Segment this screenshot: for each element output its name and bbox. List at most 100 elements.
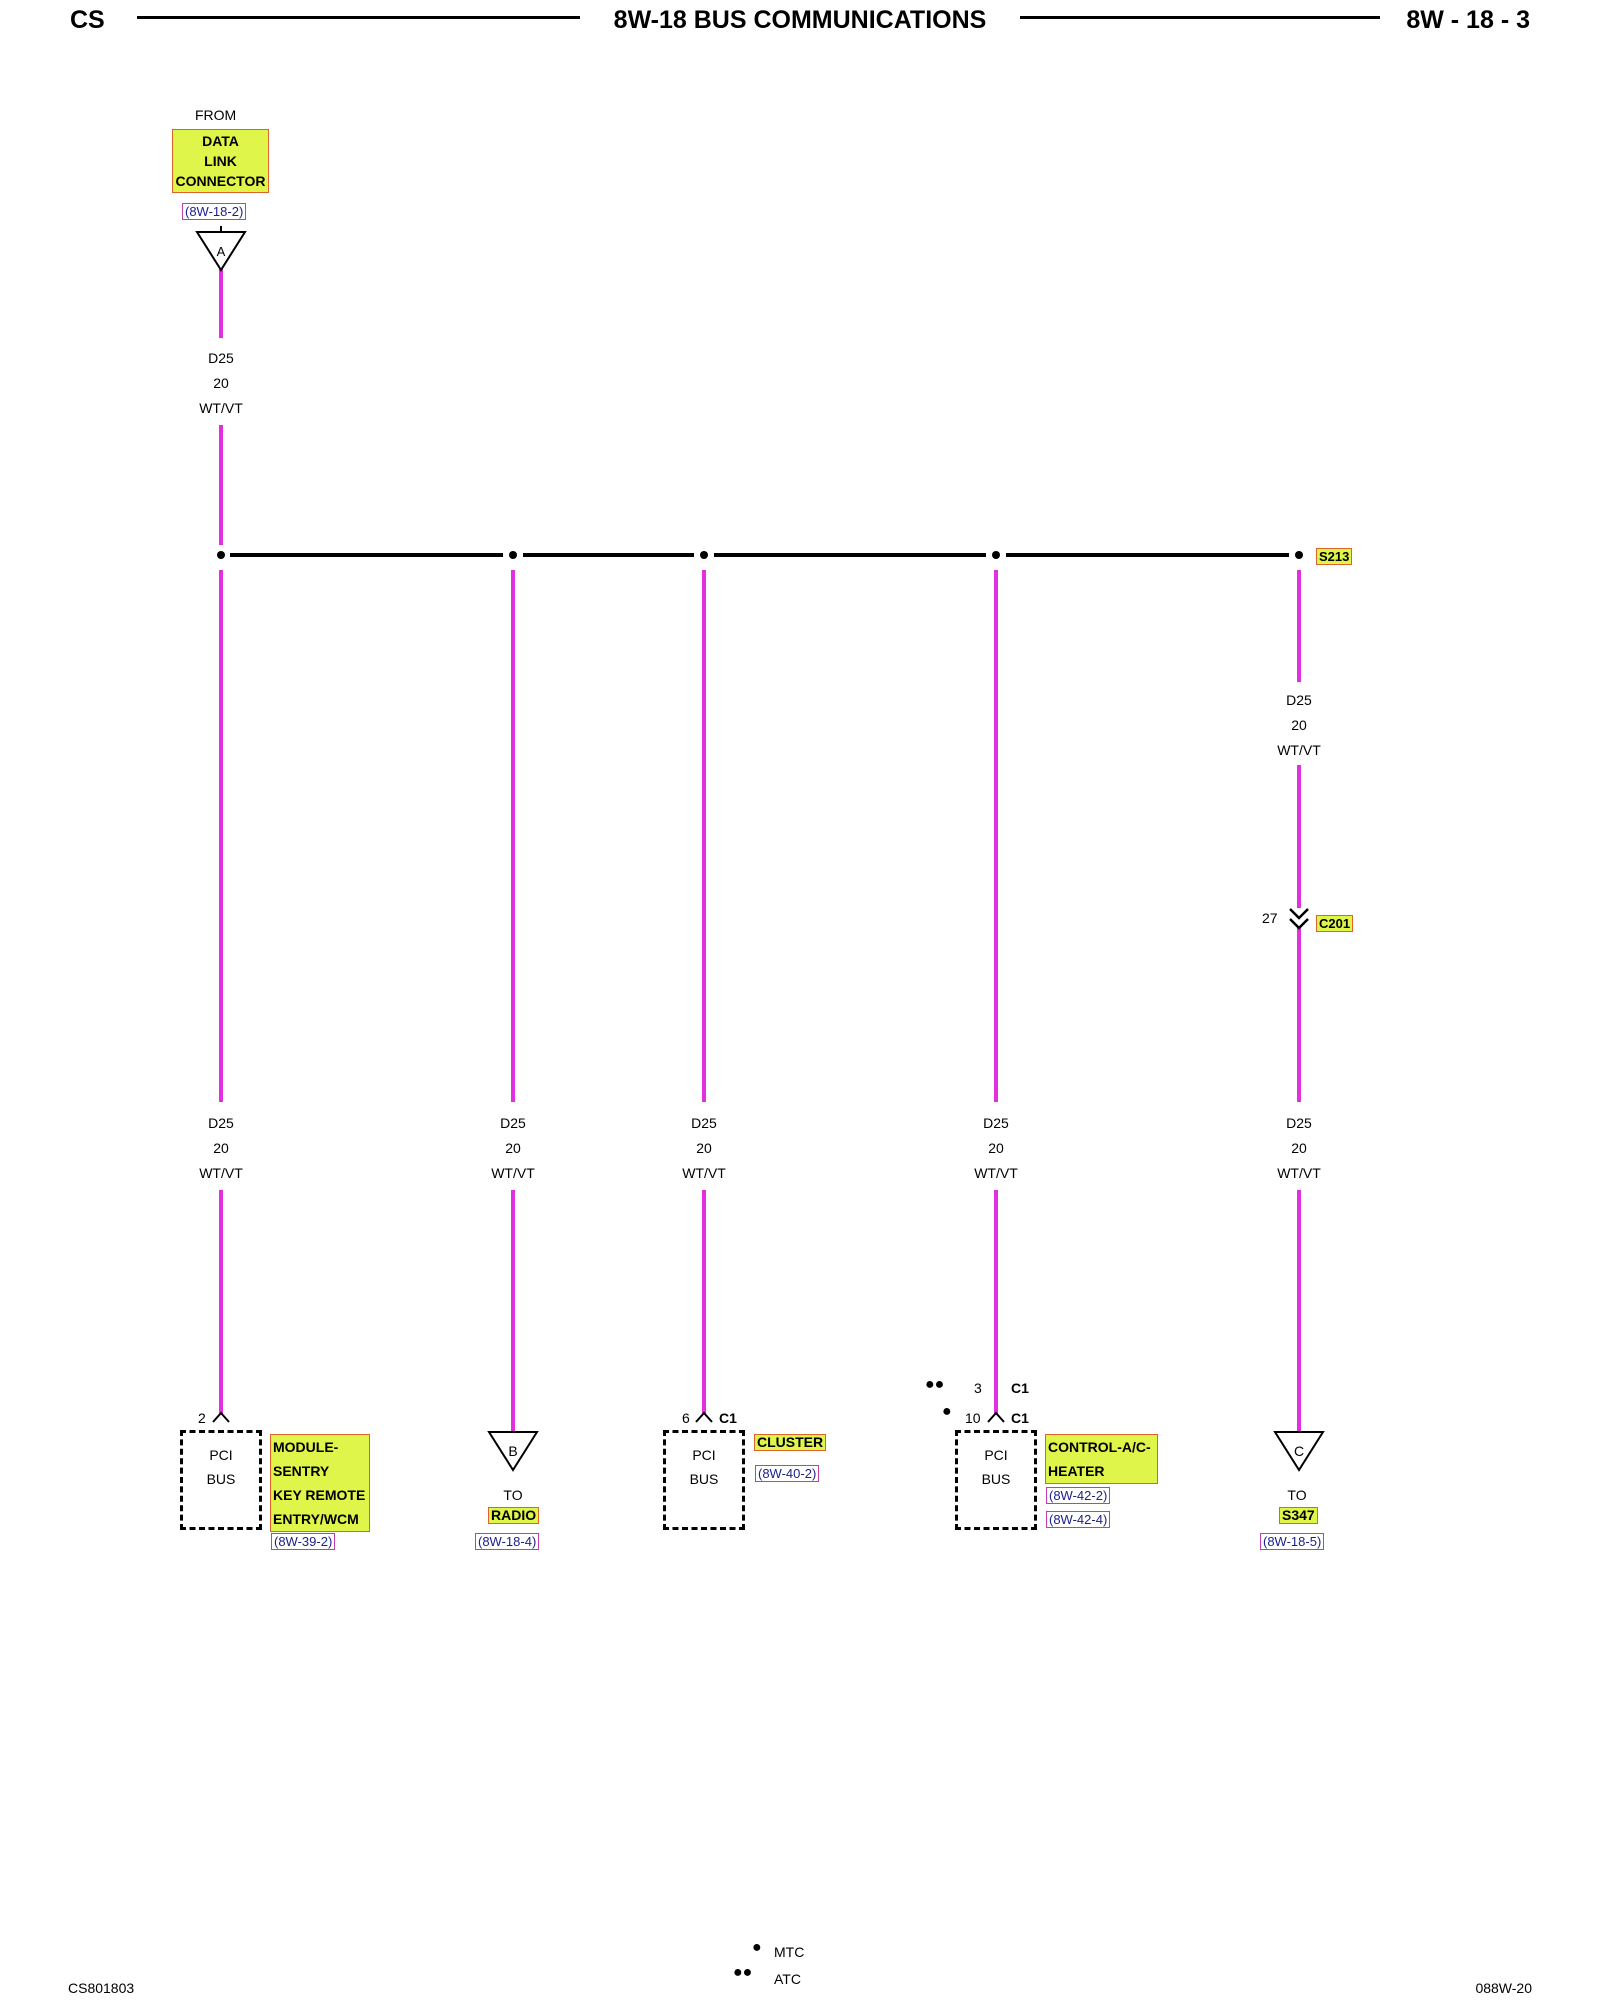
wire-color: WT/VT [1277,742,1321,758]
wire-label-branch5-upper: D25 20 WT/VT [1254,688,1344,763]
branch1-ref: (8W-39-2) [271,1533,336,1550]
splice-dot-1 [217,551,225,559]
branch4-pin1-conn: C1 [1011,1380,1029,1396]
legend-mtc-icon: ● [752,1939,762,1956]
splice-dot-5 [1295,551,1303,559]
c201-pin: 27 [1262,910,1278,926]
branch4-pin1-symbol: ●● [925,1376,945,1393]
wire-gauge: 20 [988,1140,1004,1156]
wire-label-branch-1: D25 20 WT/VT [176,1111,266,1186]
branch4-pin1: 3 [974,1380,982,1396]
branch4-pin2-conn: C1 [1011,1410,1029,1426]
branch2-name: RADIO [488,1507,540,1524]
legend-atc-label: ATC [774,1971,801,1987]
wire-circuit: D25 [1286,1115,1312,1131]
source-name-line-1: DATA [202,133,239,149]
branch5-ref: (8W-18-5) [1260,1533,1325,1550]
wire-circuit: D25 [208,1115,234,1131]
wire-gauge: 20 [1291,717,1307,733]
pin-caret-3 [695,1411,713,1423]
header-left: CS [70,6,105,34]
header-rule-right [1020,16,1380,19]
splice-dot-4 [992,551,1000,559]
wire-circuit: D25 [208,350,234,366]
box-line: BUS [981,1471,1011,1487]
c201-chevron-top [1289,908,1309,920]
box-line: BUS [206,1471,236,1487]
wire-color: WT/VT [491,1165,535,1181]
branch3-pin: 6 [682,1410,690,1426]
wire-gauge: 20 [213,1140,229,1156]
connector-c-triangle [1273,1431,1325,1472]
connector-a-label: A [216,244,226,259]
branch4-ref-1: (8W-42-2) [1046,1487,1111,1504]
name-line: ENTRY/WCM [273,1511,359,1527]
wire-label-branch-4: D25 20 WT/VT [951,1111,1041,1186]
branch1-pin: 2 [198,1410,206,1426]
source-from-label: FROM [195,107,237,123]
wire-circuit: D25 [1286,692,1312,708]
wire-label-branch-3: D25 20 WT/VT [659,1111,749,1186]
branch3-conn: C1 [719,1410,737,1426]
legend-atc-icon: ●● [733,1964,753,1981]
branch4-pin2: 10 [965,1410,981,1426]
wire-label-branch-5: D25 20 WT/VT [1254,1111,1344,1186]
branch2-to: TO [503,1487,523,1503]
name-line: CONTROL-A/C- [1048,1439,1151,1455]
wire-color: WT/VT [1277,1165,1321,1181]
splice-s213-label: S213 [1316,548,1353,565]
source-name-box: DATA LINK CONNECTOR [172,129,269,193]
branch5-to: TO [1287,1487,1307,1503]
name-line: HEATER [1048,1463,1105,1479]
name-line: MODULE- [273,1439,339,1455]
branch4-ref-2: (8W-42-4) [1046,1511,1111,1528]
box-line: PCI [692,1447,716,1463]
pin-caret-1 [212,1411,230,1423]
footer-right-code: 088W-20 [1475,1980,1532,1996]
branch5-name: S347 [1279,1507,1318,1524]
branch1-name-box: MODULE- SENTRY KEY REMOTE ENTRY/WCM [270,1434,370,1532]
c201-label: C201 [1316,915,1354,932]
branch3-module-box: PCI BUS [663,1430,745,1530]
wire-color: WT/VT [682,1165,726,1181]
connector-c-label: C [1293,1443,1305,1459]
name-line: SENTRY [273,1463,330,1479]
wire-circuit: D25 [691,1115,717,1131]
splice-dot-2 [509,551,517,559]
wire-circuit: D25 [500,1115,526,1131]
wire-circuit: D25 [983,1115,1009,1131]
branch3-name: CLUSTER [754,1434,827,1451]
wire-color: WT/VT [974,1165,1018,1181]
source-ref: (8W-18-2) [182,203,247,220]
header-rule-left [137,16,580,19]
splice-dot-3 [700,551,708,559]
wire-gauge: 20 [505,1140,521,1156]
footer-left-code: CS801803 [68,1980,135,1996]
name-line: KEY REMOTE [273,1487,366,1503]
source-name-line-2: LINK [204,153,237,169]
wire-label-branch-2: D25 20 WT/VT [468,1111,558,1186]
branch1-module-box: PCI BUS [180,1430,262,1530]
wire-gauge: 20 [213,375,229,391]
header-right: 8W - 18 - 3 [1406,6,1530,34]
box-line: PCI [209,1447,233,1463]
wire-label-source: D25 20 WT/VT [176,346,266,421]
connector-b-triangle [487,1431,539,1472]
page-title: 8W-18 BUS COMMUNICATIONS [613,6,987,34]
box-line: BUS [689,1471,719,1487]
wire-color: WT/VT [199,1165,243,1181]
legend-mtc-label: MTC [774,1944,805,1960]
branch4-name-box: CONTROL-A/C- HEATER [1045,1434,1158,1484]
branch4-pin2-symbol: ● [942,1403,952,1420]
wire-gauge: 20 [1291,1140,1307,1156]
branch3-ref: (8W-40-2) [755,1465,820,1482]
pin-caret-4 [987,1411,1005,1423]
box-line: PCI [984,1447,1008,1463]
connector-b-label: B [508,1443,518,1459]
wire-gauge: 20 [696,1140,712,1156]
branch2-ref: (8W-18-4) [475,1533,540,1550]
source-name-line-3: CONNECTOR [175,173,266,189]
c201-chevron-bottom [1289,918,1309,930]
wire-color: WT/VT [199,400,243,416]
